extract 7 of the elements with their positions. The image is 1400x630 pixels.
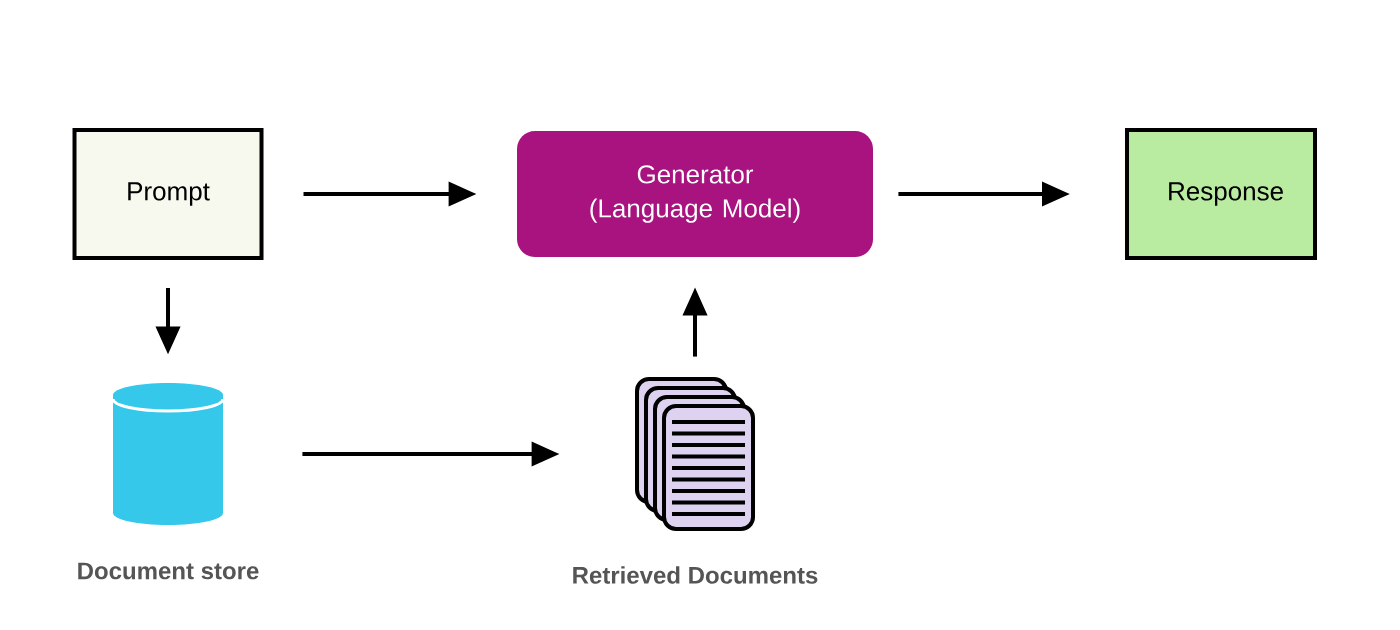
prompt-box: Prompt — [72, 128, 264, 260]
caption-label: Retrieved Documents — [573, 566, 818, 584]
cylinder-icon — [111, 383, 225, 525]
response-box: Response — [1125, 128, 1317, 260]
caption-label: Document store — [78, 562, 259, 580]
generator-box: Generator (Language Model) — [517, 131, 873, 257]
documents-drawing — [635, 377, 755, 531]
